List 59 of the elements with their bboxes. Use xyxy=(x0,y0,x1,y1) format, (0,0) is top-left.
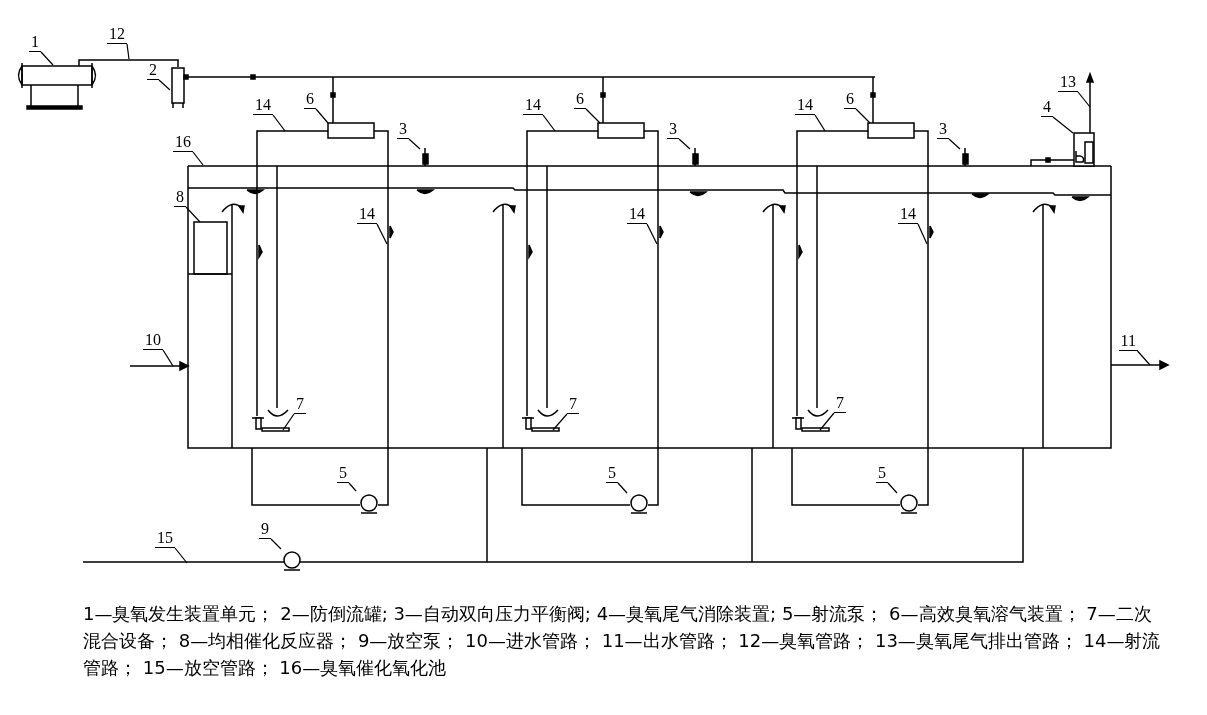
leader-line xyxy=(887,482,898,494)
leader-line xyxy=(376,223,388,245)
leader-line xyxy=(1077,91,1091,108)
leader-line xyxy=(162,349,174,367)
callout-number: 5 xyxy=(876,465,888,483)
callout-number: 14 xyxy=(898,206,918,224)
leader-line xyxy=(678,138,691,150)
callout-number: 11 xyxy=(1118,333,1138,351)
leader-line xyxy=(948,138,961,150)
callout-number: 5 xyxy=(337,465,349,483)
callout-number: 3 xyxy=(937,121,949,139)
leader-line xyxy=(1136,350,1151,366)
callout-number: 15 xyxy=(155,530,175,548)
callout-number: 1 xyxy=(29,34,41,52)
leader-line xyxy=(855,108,871,124)
callout-number: 12 xyxy=(107,26,127,44)
callout-number: 10 xyxy=(143,332,163,350)
leader-line xyxy=(282,413,295,431)
leader-line xyxy=(552,413,568,431)
callout-number: 14 xyxy=(795,97,815,115)
leader-line xyxy=(819,412,835,431)
leader-line xyxy=(917,223,928,245)
leader-line xyxy=(40,51,54,66)
key-text: 1—臭氧发生装置单元； 2—防倒流罐; 3—自动双向压力平衡阀; 4—臭氧尾气消除装置; 5—射流泵； 6—高效臭氧溶气装置； 7—二次混合设备； 8—均相催化反应器； 9—放空泵； 10—进水管路； 11—出水管路； 12—臭氧管路； 13—臭氧尾气排出管路； 14—射流管路； 15—放空管路； 16—臭氧催化氧化池 xyxy=(83,602,1162,680)
leader-line xyxy=(646,223,658,245)
callout-number: 6 xyxy=(304,91,316,109)
leader-line xyxy=(174,547,188,564)
leader-line xyxy=(1052,116,1074,134)
callout-number: 14 xyxy=(523,97,543,115)
callout-number: 14 xyxy=(357,206,377,224)
callout-number: 6 xyxy=(574,91,586,109)
leader-line xyxy=(408,138,421,150)
leader-line xyxy=(192,151,204,166)
leader-line xyxy=(814,114,826,132)
callout-number: 13 xyxy=(1058,74,1078,92)
callout-number: 8 xyxy=(174,189,186,207)
callout-number: 7 xyxy=(834,395,846,413)
callout-number: 7 xyxy=(294,396,306,414)
leader-line xyxy=(185,206,201,223)
leader-line xyxy=(348,482,357,492)
callout-number: 16 xyxy=(173,134,193,152)
callout-number: 7 xyxy=(567,396,579,414)
leader-line xyxy=(617,482,628,494)
callout-number: 9 xyxy=(259,521,271,539)
leader-line xyxy=(585,108,601,124)
leader-line xyxy=(158,79,171,91)
leader-line xyxy=(542,114,556,132)
leader-line xyxy=(126,43,130,60)
callout-number: 14 xyxy=(627,206,647,224)
leader-line xyxy=(270,538,282,550)
callout-number: 14 xyxy=(253,97,273,115)
callout-number: 2 xyxy=(147,62,159,80)
callout-number: 4 xyxy=(1041,99,1053,117)
callout-number: 6 xyxy=(844,91,856,109)
leader-line xyxy=(315,108,329,124)
callout-number: 5 xyxy=(606,465,618,483)
callout-number: 3 xyxy=(667,121,679,139)
leader-line xyxy=(272,114,286,132)
callout-number: 3 xyxy=(397,121,409,139)
